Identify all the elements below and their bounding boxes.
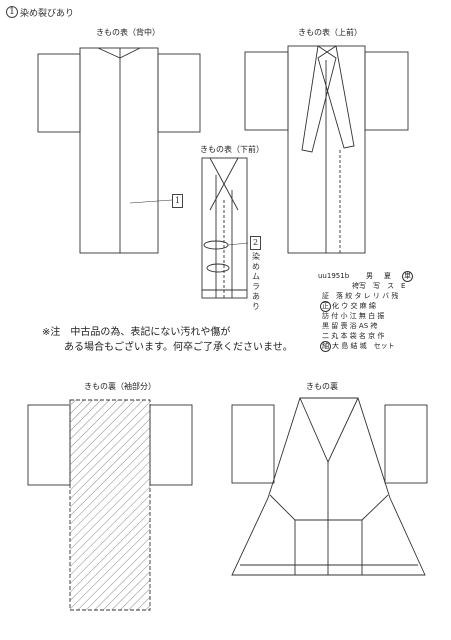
spec-row-0: 袴写 写 ス E [352, 282, 406, 290]
disclaimer-line-1: ※注 中古品の為、表記にない汚れや傷が [42, 327, 231, 338]
kimono-front-lower-diagram [201, 157, 249, 299]
kimono-back-diagram [37, 47, 201, 254]
kimono-front-upper-diagram [244, 45, 409, 254]
spec-row-1: 証 落 絞 タ レ リ バ 残 [322, 292, 399, 300]
label-front-lower: きもの表（下前） [200, 145, 264, 154]
kimono-lining-diagram [231, 397, 428, 576]
spec-gender: 男 [366, 272, 373, 280]
spec-table: uu1951b 男 夏 単 袴写 写 ス E 証 落 絞 タ レ リ バ 残 正… [318, 271, 443, 352]
spec-row-4: 黒 留 喪 浴 AS 袴 [322, 322, 378, 330]
spec-season: 夏 [384, 272, 391, 280]
label-lining-sleeve: きもの裏（袖部分） [84, 382, 156, 391]
label-front-upper: きもの表（上前） [298, 28, 362, 37]
label-lining: きもの裏 [306, 382, 338, 391]
spec-row-6: 大 島 結 城 セット [332, 342, 395, 350]
spec-code: uu1951b [318, 272, 350, 280]
note2-text: 染めムラあり [252, 252, 260, 311]
spec-circle-3: 紬 [320, 341, 331, 352]
spec-row-3: 訪 付 小 江 無 白 振 [322, 312, 385, 320]
label-back: きもの表（背中） [96, 28, 160, 37]
spec-circle-2: 正 [320, 301, 331, 312]
kimono-lining-sleeve-diagram [27, 399, 193, 611]
spec-row-5: 二 丸 本 袋 名 京 作 [322, 332, 385, 340]
marker-1: 1 [172, 194, 183, 208]
spec-row-2: 化 ウ 交 麻 綿 [332, 302, 376, 310]
disclaimer-line-2: ある場合もございます。何卒ご了承くださいませ。 [64, 342, 293, 353]
note1-text: 染め裂びあり [20, 9, 75, 19]
marker-2: 2 [250, 236, 261, 250]
note1-marker: 1 [6, 6, 18, 18]
spec-circle-1: 単 [402, 271, 413, 282]
